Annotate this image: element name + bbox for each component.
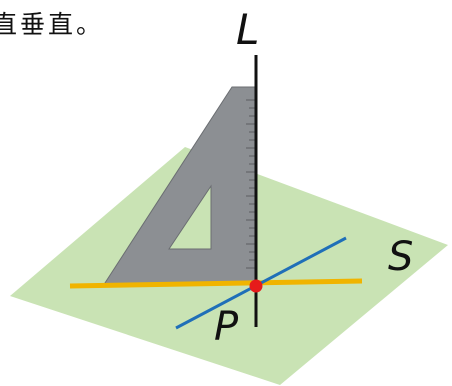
- yellow-line: [69, 278, 363, 289]
- caption-fragment: 直垂直。: [0, 10, 105, 39]
- label-p: P: [214, 304, 239, 350]
- label-s: S: [388, 234, 413, 280]
- ruler-ticks: [246, 99, 255, 269]
- point-p: [249, 279, 263, 293]
- set-square: [102, 86, 256, 287]
- label-l: L: [236, 5, 259, 54]
